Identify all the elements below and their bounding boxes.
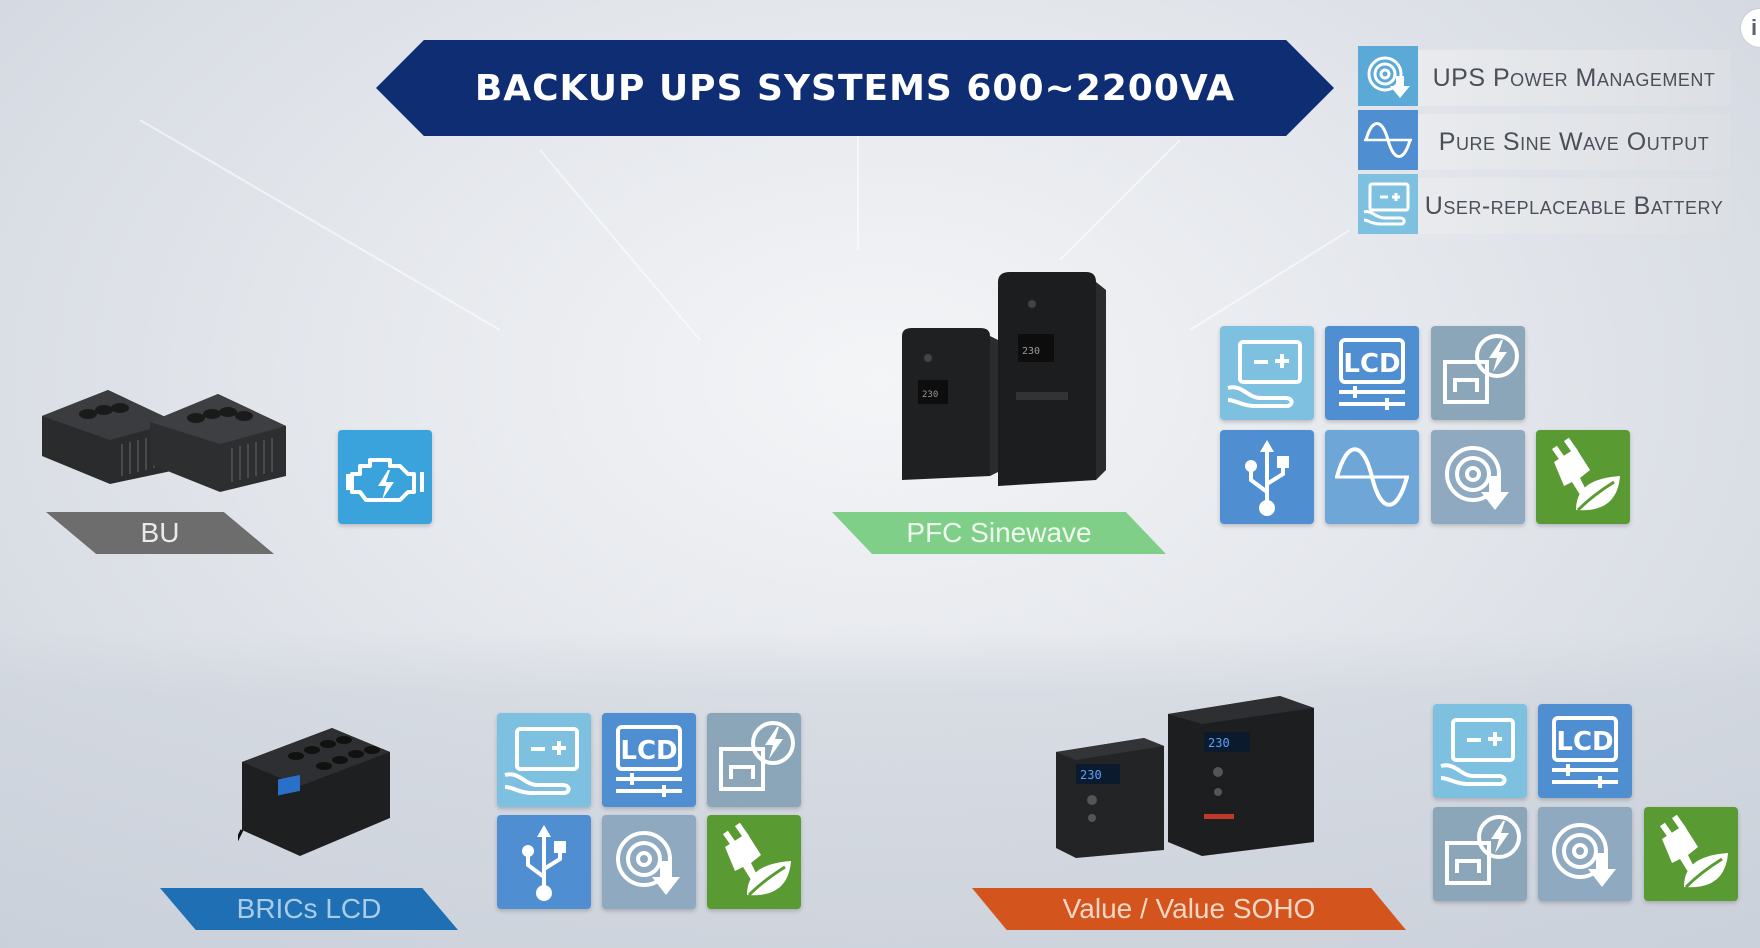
lcd-text: LCD [1556,727,1613,757]
value-large-lcd: 230 [1208,736,1230,750]
green-power-icon [707,815,801,909]
avr-engine-icon [338,430,432,524]
user-replaceable-battery-icon [1433,704,1527,798]
legend-label: Pure Sine Wave Output [1418,114,1730,170]
feature-legend: UPS Power Management Pure Sine Wave Outp… [1358,46,1730,238]
lcd-icon: LCD [1538,704,1632,798]
ups-power-management-icon [602,815,696,909]
legend-item-battery: User-replaceable Battery [1358,174,1730,238]
lcd-text: LCD [620,736,677,766]
lcd-text: LCD [1343,349,1400,379]
green-power-icon [1644,807,1738,901]
user-replaceable-battery-icon [1358,174,1418,234]
lcd-icon: LCD [602,713,696,807]
user-replaceable-battery-icon [497,713,591,807]
network-surge-icon [707,713,801,807]
green-power-icon [1536,430,1630,524]
usb-icon [1220,430,1314,524]
product-label-pfc-sinewave: PFC Sinewave [832,512,1166,554]
pfc-large-lcd: 230 [1022,346,1040,357]
title-banner: BACKUP UPS SYSTEMS 600~2200VA [376,40,1334,136]
user-replaceable-battery-icon [1220,326,1314,420]
pfc-small-lcd: 230 [922,390,938,400]
legend-item-sine-wave: Pure Sine Wave Output [1358,110,1730,174]
product-label-brics-lcd: BRICs LCD [160,888,458,930]
ups-power-management-icon [1538,807,1632,901]
pfc-sinewave-ups-image: 230 230 [898,270,1108,492]
bu-ups-image [36,360,296,500]
legend-label: UPS Power Management [1418,50,1730,106]
page-title: BACKUP UPS SYSTEMS 600~2200VA [474,67,1236,109]
value-soho-ups-image: 230 230 [1054,694,1316,862]
ups-power-management-icon [1358,46,1418,106]
legend-item-power-management: UPS Power Management [1358,46,1730,110]
legend-label: User-replaceable Battery [1418,178,1730,234]
usb-icon [497,815,591,909]
lcd-icon: LCD [1325,326,1419,420]
value-small-lcd: 230 [1080,768,1102,782]
network-surge-icon [1431,326,1525,420]
network-surge-icon [1433,807,1527,901]
brics-lcd-ups-image [238,716,398,866]
ups-power-management-icon [1431,430,1525,524]
product-label-value-soho: Value / Value SOHO [972,888,1406,930]
pure-sine-wave-icon [1325,430,1419,524]
pure-sine-wave-icon [1358,110,1418,170]
